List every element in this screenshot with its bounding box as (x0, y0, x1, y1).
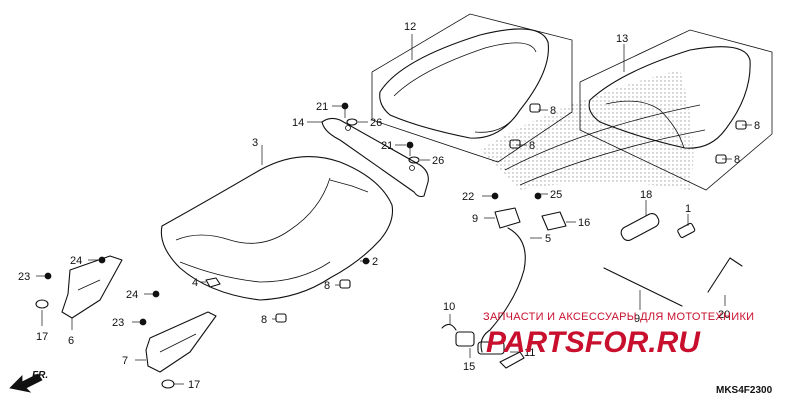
callout-14: 14 (292, 117, 304, 129)
bolt-22 (491, 192, 499, 200)
callout-6: 6 (68, 335, 74, 347)
bolt-23-b (139, 318, 147, 326)
callout-11: 11 (524, 347, 535, 359)
callout-21-b: 21 (381, 140, 393, 152)
watermark-caption: ЗАПЧАСТИ И АКСЕССУАРЫ ДЛЯ МОТОТЕХНИКИ (483, 311, 754, 323)
callout-8-c: 8 (754, 120, 760, 132)
callout-22: 22 (462, 191, 474, 203)
callout-9-b: 9 (634, 313, 640, 325)
honda-wing-watermark (480, 70, 706, 190)
callout-23-b: 23 (112, 317, 124, 329)
watermark-logo: PARTSFOR.RU (486, 326, 701, 359)
rubber-8-cowl-b (509, 139, 521, 149)
callout-17-a: 17 (36, 331, 48, 343)
key-clip-10 (441, 323, 457, 331)
callout-8-d: 8 (734, 154, 740, 166)
callout-26-a: 26 (370, 117, 382, 129)
lock-cable-5 (480, 227, 526, 353)
callout-17-b: 17 (188, 379, 200, 391)
callout-4: 4 (192, 277, 198, 289)
clip-4 (205, 277, 221, 288)
leader-lines (36, 34, 752, 385)
callout-2: 2 (372, 256, 378, 268)
callout-21-a: 21 (316, 101, 328, 113)
callout-8-b: 8 (529, 140, 535, 152)
washer-17-a (35, 299, 49, 309)
callout-3: 3 (252, 137, 258, 149)
front-direction-arrow: FR. (9, 370, 48, 393)
bolt-21-b (406, 141, 414, 156)
callout-23-a: 23 (18, 271, 30, 283)
callout-9-a: 9 (472, 213, 478, 225)
bracket-7 (145, 311, 217, 373)
key-cylinder-15 (455, 331, 505, 355)
bolt-23-a (44, 272, 52, 280)
callout-25: 25 (550, 189, 562, 201)
callout-7: 7 (122, 355, 128, 367)
callout-8-a: 8 (550, 105, 556, 117)
bracket-6 (61, 255, 123, 319)
callout-1: 1 (685, 203, 691, 215)
helmet-holder-18 (620, 212, 660, 242)
callout-26-b: 26 (432, 155, 444, 167)
callout-18: 18 (640, 189, 652, 201)
frame-box-13 (579, 29, 773, 191)
callout-20: 20 (718, 309, 730, 321)
diagram-code: MKS4F2300 (716, 385, 773, 396)
seat-rail-14 (321, 117, 429, 198)
washer-26-b (408, 156, 420, 164)
key-11 (499, 351, 525, 369)
wrench-20 (707, 257, 743, 293)
callout-numbers: 12 13 3 14 21 26 21 26 8 8 8 8 2 4 8 8 9… (18, 21, 760, 391)
rubber-8-seat-b (275, 313, 287, 323)
seat-cowl-13 (588, 46, 751, 149)
bolt-24-a (98, 256, 106, 264)
rod-19 (603, 267, 683, 307)
callout-10: 10 (443, 301, 455, 313)
bolt-25 (534, 192, 542, 200)
bracket-16 (541, 211, 567, 231)
bolt-24-b (152, 290, 160, 298)
svg-text:FR.: FR. (32, 370, 48, 381)
washer-26-a (346, 118, 358, 126)
main-seat-3 (160, 156, 394, 301)
frame-box-12 (371, 13, 573, 163)
seat-cowl-12 (379, 28, 549, 139)
callout-15: 15 (463, 361, 475, 373)
washer-17-b (161, 379, 175, 389)
callout-16: 16 (578, 217, 590, 229)
cap-1 (677, 222, 696, 239)
rubber-8-seat-a (339, 279, 351, 289)
bolt-21-a (341, 102, 349, 118)
rubber-8-cowl-a (529, 103, 541, 113)
callout-5: 5 (545, 233, 551, 245)
callout-24-a: 24 (70, 255, 82, 267)
callout-24-b: 24 (126, 289, 138, 301)
callout-8-f: 8 (261, 314, 267, 326)
callout-8-e: 8 (324, 280, 330, 292)
callout-12: 12 (404, 21, 416, 33)
seat-lock-9 (494, 207, 521, 229)
callout-13: 13 (616, 33, 628, 45)
